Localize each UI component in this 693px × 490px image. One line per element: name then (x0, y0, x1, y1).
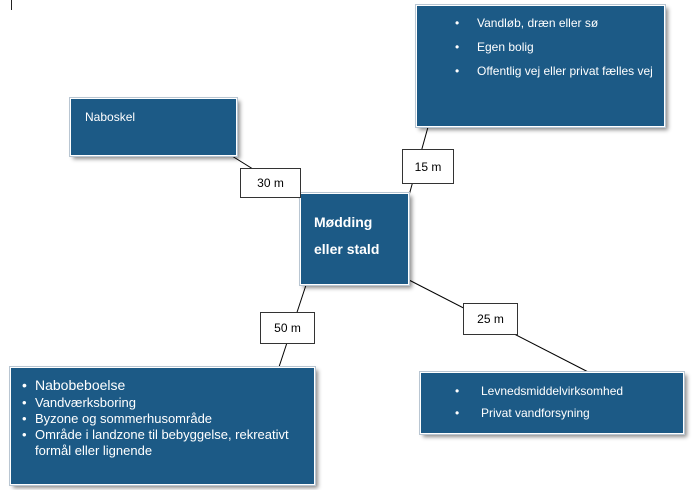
bottom-right-list: Levnedsmiddelvirksomhed Privat vandforsy… (455, 383, 623, 427)
top-right-box: Vandløb, dræn eller sø Egen bolig Offent… (415, 4, 666, 128)
list-item: Vandløb, dræn eller sø (455, 15, 655, 31)
list-item: Levnedsmiddelvirksomhed (455, 383, 623, 399)
bottom-left-list: Nabobeboelse Vandværksboring Byzone og s… (22, 377, 305, 459)
center-box: Mødding eller stald (299, 192, 410, 286)
bottom-left-box: Nabobeboelse Vandværksboring Byzone og s… (9, 366, 316, 486)
distance-label-bottom-left: 50 m (260, 312, 315, 344)
center-label-line2: eller stald (314, 241, 380, 257)
list-item: Område i landzone til bebyggelse, rekrea… (22, 427, 305, 459)
center-label-line1: Mødding (314, 214, 373, 230)
list-item: Byzone og sommerhusområde (22, 411, 305, 427)
naboskel-label: Naboskel (85, 110, 136, 124)
center-label: Mødding eller stald (314, 209, 404, 263)
list-item: Nabobeboelse (22, 377, 305, 393)
distance-label-top-right: 15 m (402, 149, 454, 184)
distance-label-bottom-right: 25 m (463, 303, 518, 335)
top-right-list: Vandløb, dræn eller sø Egen bolig Offent… (455, 15, 655, 87)
list-item: Offentlig vej eller privat fælles vej (455, 63, 655, 79)
naboskel-box: Naboskel (69, 97, 238, 157)
list-item: Privat vandforsyning (455, 405, 623, 421)
list-item: Egen bolig (455, 39, 655, 55)
bottom-right-box: Levnedsmiddelvirksomhed Privat vandforsy… (419, 371, 685, 435)
text-cursor (11, 0, 12, 10)
list-item: Vandværksboring (22, 395, 305, 411)
distance-label-naboskel: 30 m (240, 168, 301, 198)
